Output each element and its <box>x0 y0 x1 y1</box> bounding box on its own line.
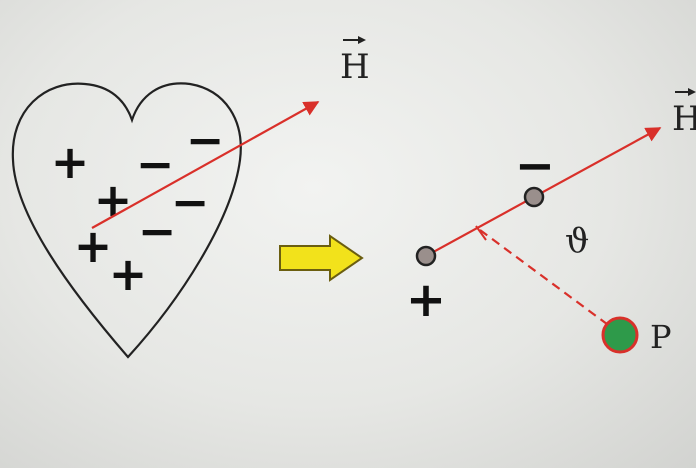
heart-minus-charge: − <box>171 175 210 229</box>
heart-plus-charge: + <box>109 247 148 301</box>
dipole-plus-sign: + <box>406 272 446 328</box>
heart-minus-charge: − <box>186 113 225 167</box>
observation-point <box>601 316 639 354</box>
field-vector-right <box>425 127 662 257</box>
transition-arrow <box>279 234 364 282</box>
field-vector-left <box>91 101 320 229</box>
h-vector-label-left: H <box>340 47 370 87</box>
theta-label: ϑ <box>565 221 589 261</box>
distance-line <box>479 229 616 331</box>
heart-plus-charge: + <box>94 173 133 227</box>
heart-minus-charge: − <box>136 137 175 191</box>
angle-tick <box>475 225 487 241</box>
heart-minus-charge: − <box>138 204 177 258</box>
dipole-minus-charge <box>523 186 545 208</box>
dipole-minus-sign: − <box>515 138 555 194</box>
heart-plus-charge: + <box>51 135 90 189</box>
dipole-plus-charge <box>415 245 437 267</box>
heart-outline <box>11 82 242 359</box>
h-vector-label-right: H <box>672 99 696 139</box>
point-p-label: P <box>650 318 672 356</box>
h-vector-arrowhead-left <box>358 36 366 44</box>
h-vector-arrowhead-right <box>688 88 696 96</box>
